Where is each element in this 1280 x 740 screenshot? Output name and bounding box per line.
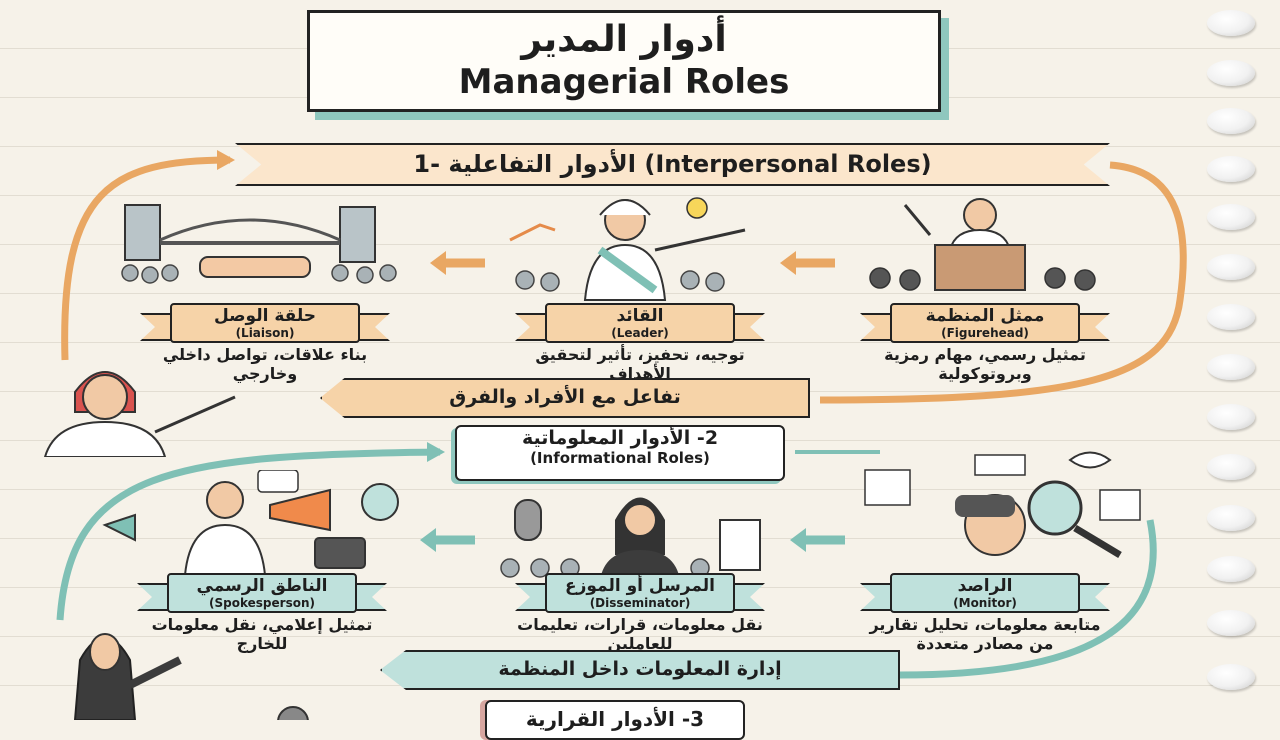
podium-speaker-icon (869, 198, 1096, 291)
arrow-leader-to-liaison (430, 251, 485, 275)
section-2-header: 2- الأدوار المعلوماتية (Informational Ro… (455, 425, 785, 481)
role-name-arabic: الناطق الرسمي (196, 576, 328, 596)
flow-curves (56, 150, 1187, 679)
role-name-arabic: الراصد (957, 576, 1013, 596)
orange-arrowhead (217, 150, 235, 170)
role-name-english: (Disseminator) (589, 596, 691, 610)
role-name-english: (Spokesperson) (209, 596, 315, 610)
interpersonal-flow-arrow: تفاعل مع الأفراد والفرق (320, 378, 810, 418)
binder-ring (1207, 156, 1255, 182)
presenter-man-icon (43, 371, 236, 457)
orange-curve-right (819, 161, 1187, 404)
role-name-arabic: القائد (616, 306, 664, 326)
binder-ring (1207, 354, 1255, 380)
megaphone-icon (102, 470, 399, 575)
section-2-title-arabic: 2- الأدوار المعلوماتية (521, 427, 719, 449)
leader-pointing-icon (509, 197, 746, 301)
role-ribbon: الناطق الرسمي (Spokesperson) (137, 573, 387, 613)
role-ribbon: حلقة الوصل (Liaison) (140, 303, 390, 343)
teal-arrowhead (427, 442, 445, 462)
ribbon-band: ممثل المنظمة (Figurehead) (890, 303, 1080, 343)
role-name-english: (Monitor) (953, 596, 1017, 610)
microphone-document-icon (500, 497, 761, 580)
binder-ring (1207, 60, 1255, 86)
role-name-english: (Liaison) (235, 326, 295, 340)
binder-ring (1207, 304, 1255, 330)
role-description: نقل معلومات، قرارات، تعليمات للعاملين (517, 615, 763, 653)
binder-ring (1207, 505, 1255, 531)
gear-icon (277, 706, 309, 720)
role-description: بناء علاقات، تواصل داخلي وخارجي (162, 345, 368, 383)
presenter-woman-icon (73, 633, 182, 720)
role-ribbon: المرسل أو الموزع (Disseminator) (515, 573, 765, 613)
informational-flow-arrow: إدارة المعلومات داخل المنظمة (380, 650, 900, 690)
role-description: توجيه، تحفيز، تأثير لتحقيق الأهداف (535, 345, 745, 383)
role-ribbon: القائد (Leader) (515, 303, 765, 343)
role-description: تمثيل إعلامي، نقل معلومات للخارج (151, 615, 373, 653)
binder-ring (1207, 610, 1255, 636)
role-name-arabic: ممثل المنظمة (925, 306, 1045, 326)
binder-ring (1207, 108, 1255, 134)
binder-ring (1207, 454, 1255, 480)
ribbon-band: الناطق الرسمي (Spokesperson) (167, 573, 357, 613)
binder-ring (1207, 664, 1255, 690)
binder-ring (1207, 556, 1255, 582)
title-arabic: أدوار المدير (521, 19, 727, 60)
section-2-title-english: (Informational Roles) (530, 449, 710, 467)
title-box: أدوار المدير Managerial Roles (307, 10, 941, 112)
orange-curve-left (61, 156, 231, 361)
binder-ring (1207, 204, 1255, 230)
bridge-handshake-icon (121, 204, 397, 284)
binder-ring (1207, 254, 1255, 280)
role-name-english: (Figurehead) (941, 326, 1029, 340)
ribbon-band: حلقة الوصل (Liaison) (170, 303, 360, 343)
teal-curve-right (899, 519, 1157, 679)
role-ribbon: ممثل المنظمة (Figurehead) (860, 303, 1110, 343)
ribbon-band: القائد (Leader) (545, 303, 735, 343)
arrow-disseminator-to-spokesperson (420, 528, 475, 552)
role-name-arabic: المرسل أو الموزع (565, 576, 715, 596)
binoculars-magnifier-icon (864, 451, 1141, 559)
role-name-english: (Leader) (611, 326, 669, 340)
ribbon-band: المرسل أو الموزع (Disseminator) (545, 573, 735, 613)
section-1-header: 1- الأدوار التفاعلية (Interpersonal Role… (235, 143, 1110, 186)
role-description: تمثيل رسمي، مهام رمزية وبروتوكولية (884, 345, 1086, 383)
arrow-monitor-to-disseminator (790, 528, 845, 552)
role-name-arabic: حلقة الوصل (213, 306, 317, 326)
role-ribbon: الراصد (Monitor) (860, 573, 1110, 613)
ribbon-band: الراصد (Monitor) (890, 573, 1080, 613)
binder-ring (1207, 404, 1255, 430)
title-english: Managerial Roles (458, 62, 790, 102)
role-description: متابعة معلومات، تحليل تقارير من مصادر مت… (869, 615, 1101, 653)
section-3-header: 3- الأدوار القرارية (485, 700, 745, 740)
arrow-figurehead-to-leader (780, 251, 835, 275)
binder-ring (1207, 10, 1255, 36)
teal-curve-left (56, 448, 441, 621)
